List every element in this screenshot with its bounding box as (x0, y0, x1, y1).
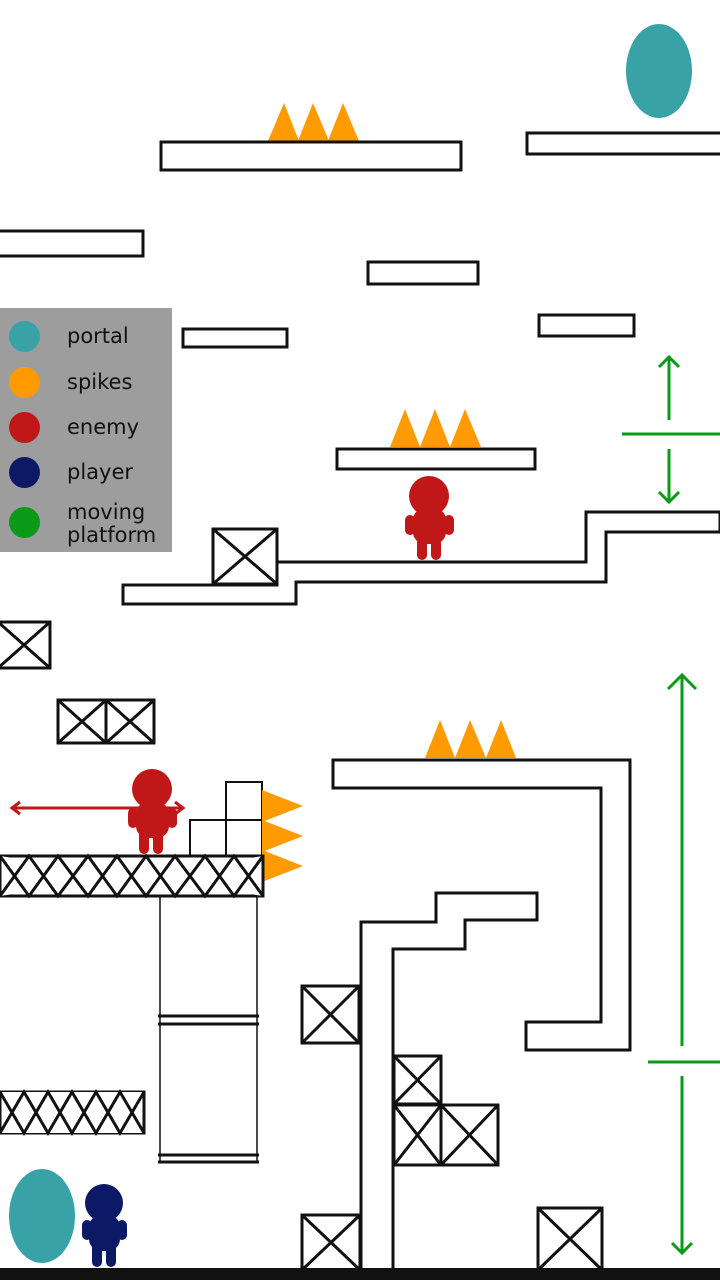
player-character[interactable] (82, 1184, 127, 1267)
girder-platform (0, 1089, 146, 1136)
hook-platform (331, 758, 632, 1052)
crate-pair (392, 1103, 500, 1167)
crate (211, 527, 279, 586)
platform (159, 140, 463, 172)
moving-platform-icon (9, 507, 40, 538)
legend-label: spikes (67, 370, 133, 394)
legend-item-moving-platform: moving platform (0, 501, 172, 552)
spikes-middle (390, 409, 481, 447)
platform (525, 131, 720, 156)
enemy-character (128, 769, 177, 854)
portal-exit[interactable] (626, 24, 692, 118)
portal-start[interactable] (9, 1169, 75, 1263)
platform (335, 447, 537, 471)
platform (181, 327, 289, 349)
crate-pair (56, 698, 156, 745)
ground (0, 1268, 720, 1280)
legend-label: portal (67, 324, 129, 348)
portal-icon (9, 321, 40, 352)
platform (366, 260, 480, 286)
platform (537, 313, 636, 338)
crate (300, 1213, 362, 1272)
tower-wall (359, 891, 539, 1272)
spikes-wall (262, 790, 303, 882)
spikes-icon (9, 367, 40, 398)
legend-panel: portal spikes enemy player moving platfo… (0, 308, 172, 552)
legend-label-line1: moving (67, 500, 146, 524)
legend-item-spikes: spikes (0, 366, 172, 406)
moving-platform-indicator (648, 672, 720, 1256)
enemy-icon (9, 412, 40, 443)
crate (300, 984, 361, 1045)
legend-label-line2: platform (67, 523, 157, 547)
legend-label: player (67, 460, 134, 484)
spikes-right (425, 720, 516, 758)
crate (536, 1206, 604, 1272)
girder-platform (0, 853, 265, 899)
legend-item-player: player (0, 457, 172, 497)
player-icon (9, 457, 40, 488)
legend-item-enemy: enemy (0, 412, 172, 452)
legend-label: enemy (67, 415, 140, 439)
moving-platform-indicator (622, 354, 720, 505)
crate (0, 620, 52, 670)
crate (392, 1054, 443, 1106)
enemy-character (405, 476, 454, 560)
elevator-shaft (158, 896, 259, 1164)
spikes-top (268, 103, 359, 141)
block-stack (189, 781, 263, 857)
legend-item-portal: portal (0, 320, 172, 360)
platform (0, 229, 145, 258)
